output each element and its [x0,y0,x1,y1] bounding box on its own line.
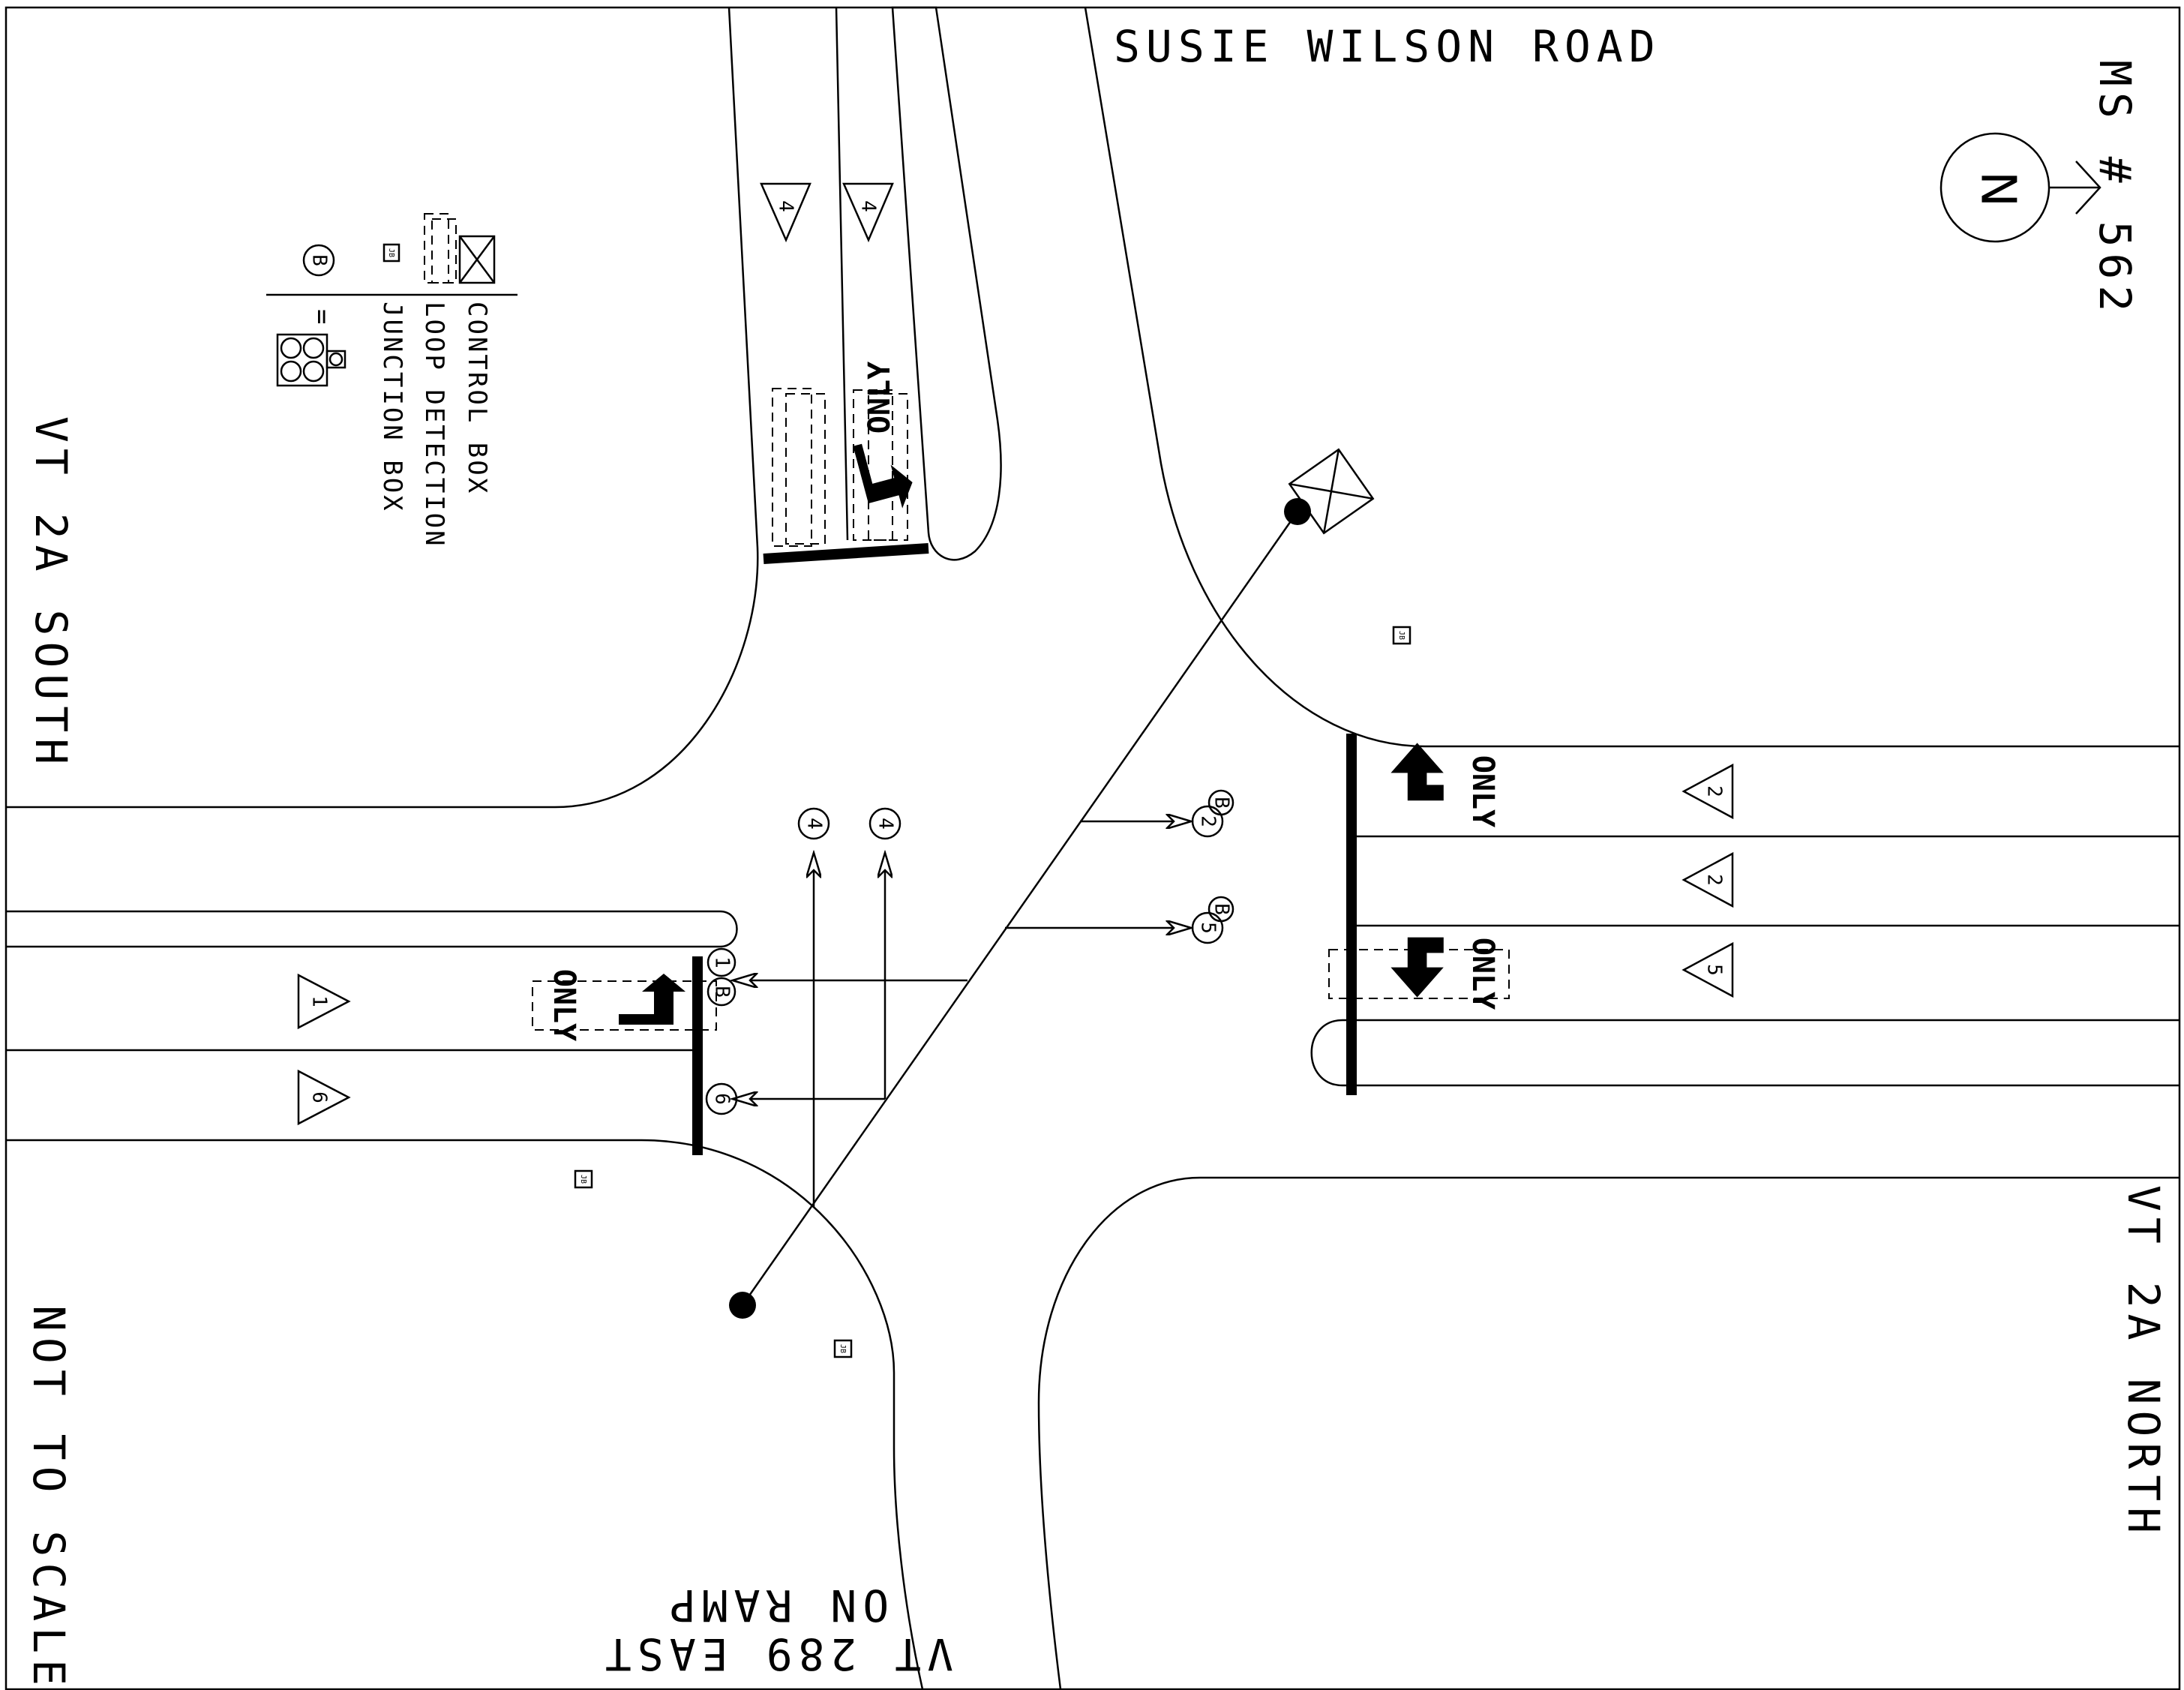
junction-box-icon: JB [833,1339,853,1358]
loop-detector-icon [424,213,457,284]
signal-head-6: 6 [711,1093,734,1105]
control-box-icon [1288,448,1375,535]
road-label-vt2a-south: VT 2A SOUTH [26,416,76,770]
svg-text:JB: JB [1397,631,1406,640]
traffic-signal-icon [276,333,346,387]
junction-boxes: JB JB JB [574,626,1412,1358]
drawing-border [4,6,2181,1690]
signal-head-4b: 4 [874,818,897,830]
phase-north-left: 4 [775,200,797,212]
road-edges [6,7,2180,1690]
svg-text:JB: JB [579,1175,587,1184]
control-box-icon [458,235,496,284]
signal-head-5: 5 [1197,922,1220,934]
road-label-susie-wilson: SUSIE WILSON ROAD [1114,21,1661,72]
west-approach [6,910,738,1155]
signal-symbol-icon: B [302,244,335,277]
turn-arrow-north [853,443,913,509]
legend: JB B CONTROL BOX LOOP DETECTION JUNCTION… [266,213,518,548]
north-letter: N [1970,171,2025,207]
only-marking-west: ONLY [547,969,581,1041]
signal-heads: 4 4 2 B 5 B 1 B 6 [705,789,1234,1208]
north-approach [763,6,1002,564]
ms-number: MS # 562 [2090,60,2140,317]
only-marking-east-top: ONLY [1466,755,1500,827]
phase-west-lower: 6 [308,1091,331,1103]
lane-phase-markers: 4 4 1 6 2 2 5 [297,182,1734,1126]
ramp-label-line1: VT 289 EAST [599,1628,953,1679]
only-marking-east-bottom: ONLY [1466,938,1500,1010]
north-arrow-icon: N [1940,132,2102,243]
svg-text:JB: JB [387,248,395,257]
phase-east-middle: 2 [1703,874,1726,886]
svg-text:B: B [308,254,331,266]
phase-west-upper: 1 [308,995,331,1007]
only-marking-north: ONLY [862,362,897,434]
signal-head-1: 1 [711,956,734,968]
phase-east-bottom: 5 [1703,964,1726,976]
legend-equals: = [307,309,337,326]
road-label-vt2a-north: VT 2A NORTH [2118,1185,2169,1539]
phase-north-right: 4 [857,200,880,212]
legend-control-box: CONTROL BOX [462,302,492,495]
junction-box-icon: JB [574,1169,593,1189]
legend-junction-box: JUNCTION BOX [377,302,407,513]
turn-arrow-west [619,974,686,1025]
junction-box-icon: JB [382,243,400,263]
legend-loop-detection: LOOP DETECTION [419,302,449,548]
signal-b-letter-5: B [1210,903,1233,915]
phase-east-top: 2 [1703,785,1726,797]
signal-head-2: 2 [1197,815,1220,827]
svg-text:JB: JB [838,1344,847,1353]
turn-arrow-east-bottom [1390,937,1444,998]
signal-head-4a: 4 [803,818,826,830]
ramp-label-line2: ON RAMP [664,1580,889,1631]
turn-arrow-east-top [1390,743,1444,801]
junction-box-icon: JB [1392,626,1412,645]
signal-b-letter-1: B [711,986,734,998]
signal-pole-icon [729,1292,756,1319]
scale-note: NOT TO SCALE [23,1305,74,1690]
signal-b-letter-2: B [1210,797,1233,809]
span-wire [729,448,1375,1319]
signal-pole-icon [1284,498,1311,525]
pavement-markings: ONLY ONLY ONLY ONLY [547,362,1500,1041]
